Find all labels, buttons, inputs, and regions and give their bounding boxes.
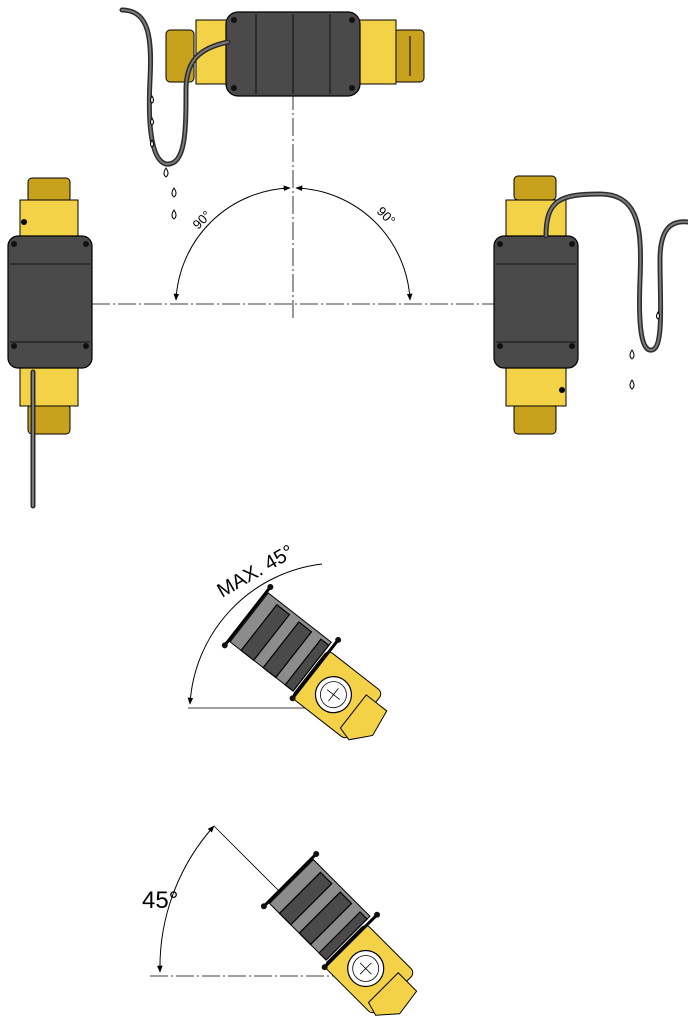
water-drops-right: [629, 311, 660, 390]
sensor-middle-section: [221, 583, 388, 741]
angle-arc-right: [295, 185, 413, 301]
cable-top: [119, 7, 231, 167]
angle-label-top-left: 90°: [190, 208, 215, 233]
sensor-left-vertical: [7, 177, 93, 435]
angle-label-bottom: 45°: [142, 887, 178, 914]
sensor-top-horizontal: [165, 11, 425, 97]
water-drops-top: [150, 95, 177, 220]
angle-arc-left: [173, 185, 291, 301]
sensor-bottom-section: [260, 850, 418, 1016]
angle-label-middle: MAX. 45°: [214, 541, 298, 602]
cable-right: [543, 191, 688, 353]
sensor-right-vertical: [493, 175, 579, 435]
center-lines-top: [92, 92, 496, 318]
angle-arc-middle: [187, 563, 323, 705]
